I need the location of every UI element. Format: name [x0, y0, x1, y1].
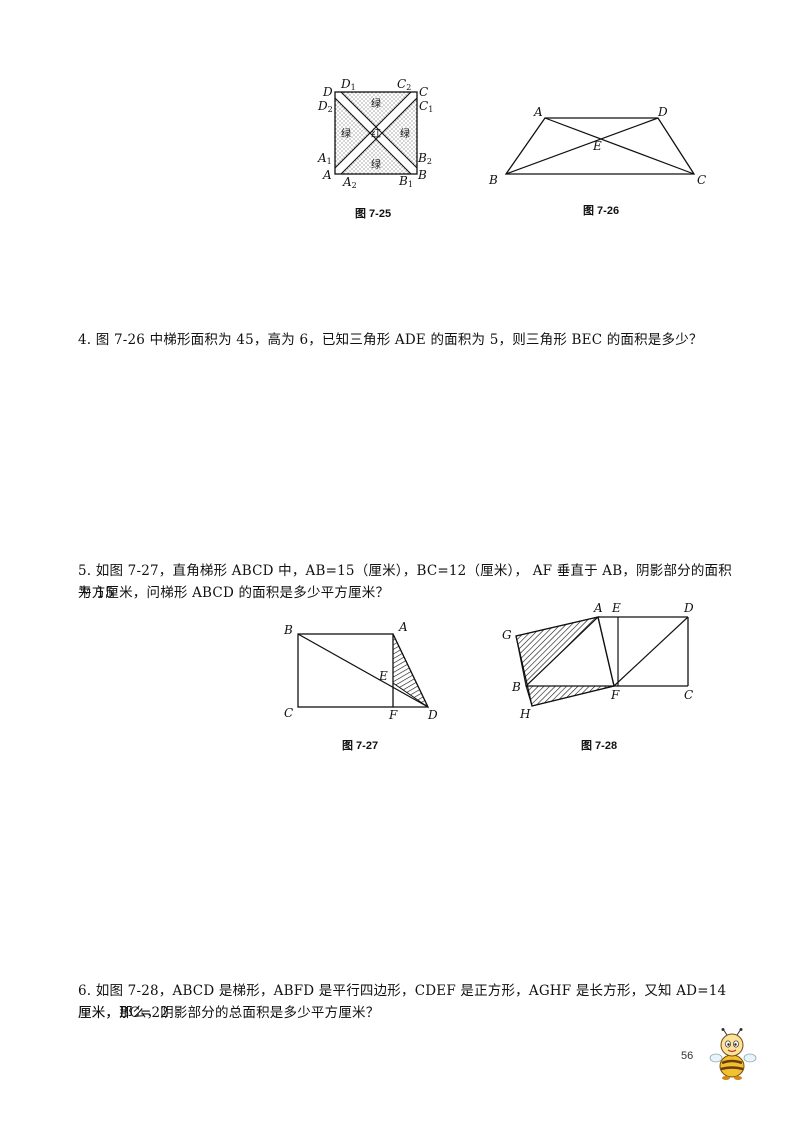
label-F: F	[610, 688, 620, 702]
label-C: C	[684, 688, 693, 702]
label-D: D	[657, 105, 668, 119]
label-B: B	[488, 173, 498, 187]
region-right	[382, 98, 417, 168]
question-6-line-2: 厘米，那么，阴影部分的总面积是多少平方厘米？	[78, 1005, 380, 1021]
caption-7-27: 图 7-27	[342, 740, 379, 752]
label-C: C	[697, 173, 706, 187]
question-5-line-1: 5. 如图 7-27，直角梯形 ABCD 中，AB=15（厘米），BC=12（厘…	[78, 563, 732, 601]
label-B1: B1	[398, 174, 413, 189]
label-C: C	[284, 706, 293, 720]
region-label-right: 绿	[400, 127, 410, 140]
question-5-line-2: 平方厘米，问梯形 ABCD 的面积是多少平方厘米？	[78, 585, 390, 601]
figure-7-27-diagram: B A E C F D	[283, 620, 438, 722]
region-top	[341, 92, 411, 127]
label-C2: C2	[397, 78, 411, 92]
figure-7-26: A D E B C	[482, 100, 712, 190]
figure-7-26-diagram: A D E B C	[488, 105, 706, 187]
region-label-center: 红	[371, 127, 381, 140]
label-B: B	[283, 623, 293, 637]
label-B: B	[511, 680, 521, 694]
label-B2: B2	[417, 151, 432, 166]
label-E: E	[592, 139, 602, 153]
caption-7-25: 图 7-25	[355, 208, 392, 220]
figure-7-27: B A E C F D	[278, 614, 448, 724]
label-D2: D2	[317, 99, 333, 114]
label-G: G	[502, 628, 512, 642]
label-A1: A1	[317, 151, 332, 166]
label-F: F	[388, 708, 398, 722]
figure-7-25-diagram: 绿 绿 红 绿 绿 D D1 C2 C D2 C1 A1 B2 A A2 B1 …	[317, 78, 433, 190]
label-D1: D1	[340, 78, 356, 92]
question-6-line-1: 6. 如图 7-28，ABCD 是梯形，ABFD 是平行四边形，CDEF 是正方…	[78, 983, 727, 1021]
figure-7-25: 绿 绿 红 绿 绿 D D1 C2 C D2 C1 A1 B2 A A2 B1 …	[305, 78, 435, 193]
label-D: D	[322, 85, 333, 99]
label-A: A	[322, 168, 332, 182]
label-B: B	[417, 168, 427, 182]
label-A: A	[593, 601, 603, 615]
label-H: H	[519, 707, 531, 720]
label-E: E	[611, 601, 621, 615]
label-A: A	[398, 620, 408, 634]
label-E: E	[378, 669, 388, 683]
question-4: 4. 图 7-26 中梯形面积为 45，高为 6，已知三角形 ADE 的面积为 …	[78, 332, 703, 348]
label-A2: A2	[342, 175, 357, 190]
label-D: D	[427, 708, 438, 722]
bee-mascot-icon	[708, 1028, 758, 1086]
shaded-triangle-agb	[515, 616, 600, 687]
region-label-top: 绿	[371, 97, 381, 110]
region-bottom	[341, 139, 411, 174]
label-D: D	[683, 601, 694, 615]
region-left	[335, 98, 370, 168]
page-number: 56	[681, 1050, 694, 1062]
label-A: A	[533, 105, 543, 119]
caption-7-26: 图 7-26	[583, 205, 620, 217]
label-C: C	[419, 85, 428, 99]
caption-7-28: 图 7-28	[581, 740, 618, 752]
figure-7-28-diagram: A E D G B F C H	[502, 601, 694, 720]
region-label-bottom: 绿	[371, 158, 381, 171]
label-C1: C1	[419, 99, 433, 114]
figure-7-28: A E D G B F C H	[496, 598, 716, 720]
region-label-left: 绿	[341, 127, 351, 140]
